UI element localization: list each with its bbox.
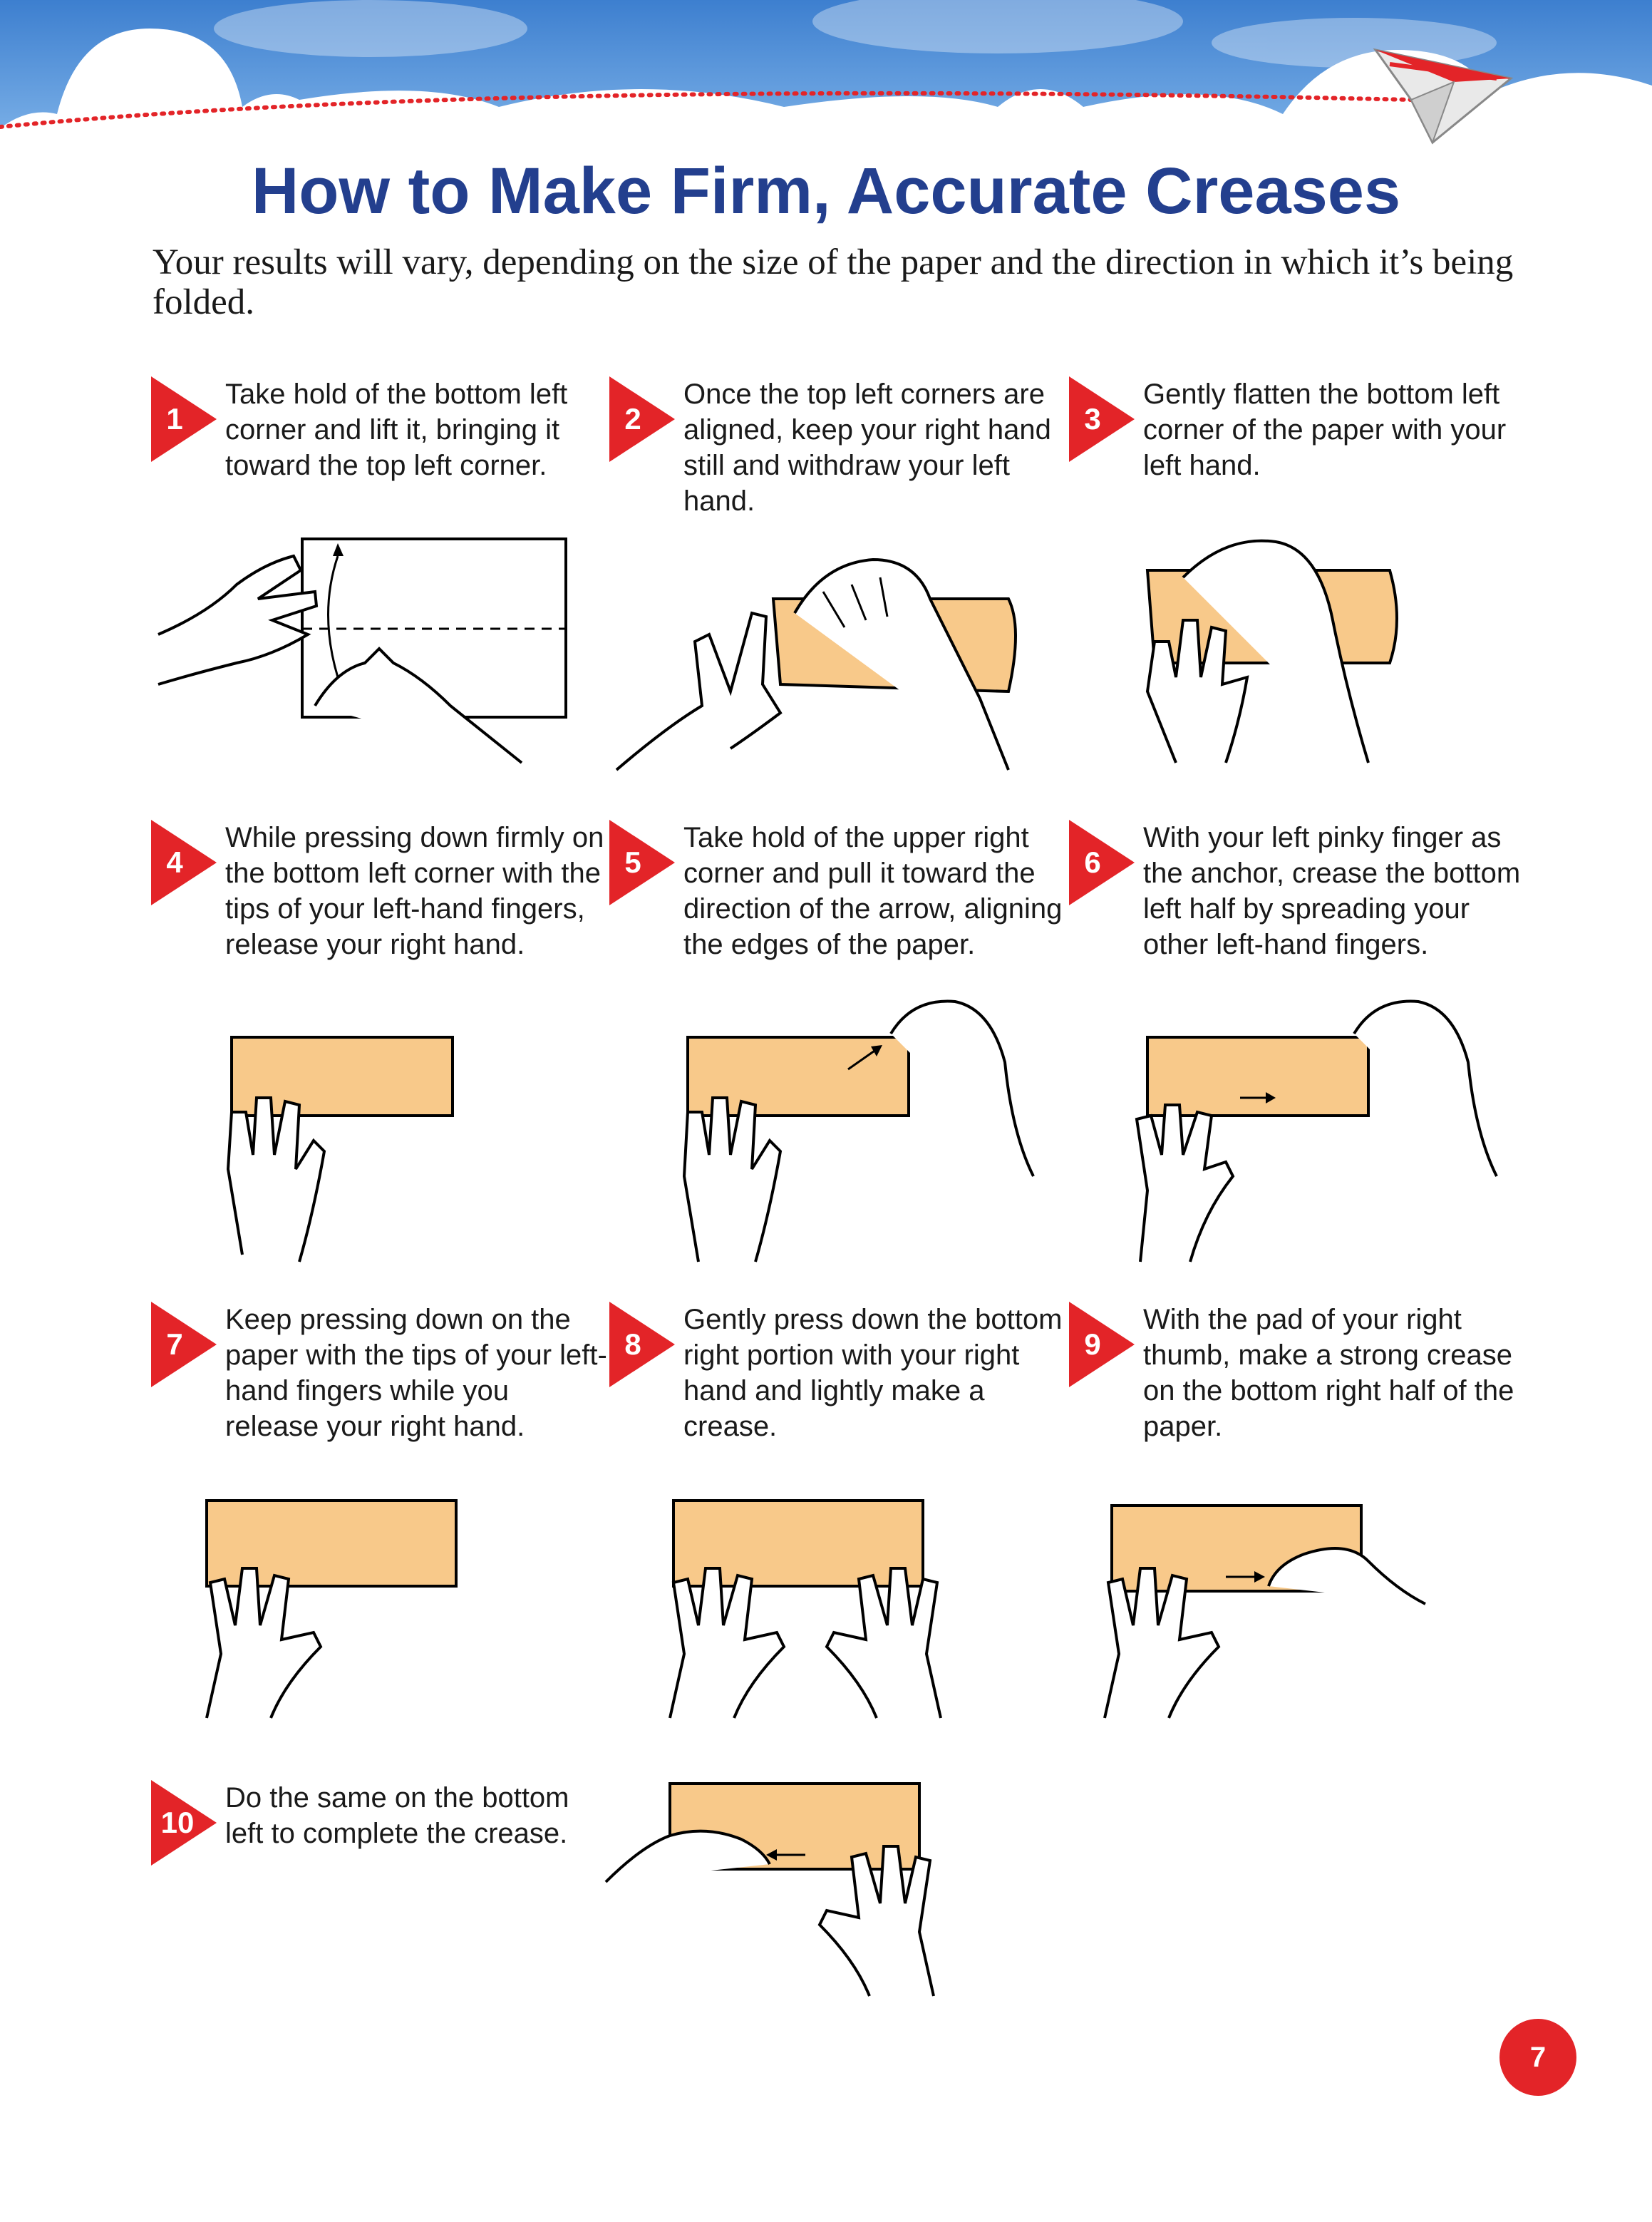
step-number-badge: 3: [1069, 376, 1137, 462]
paper-airplane-icon: [1373, 48, 1514, 145]
step-5: 5 Take hold of the upper right corner an…: [609, 820, 1065, 1262]
page-title: How to Make Firm, Accurate Creases: [251, 155, 1401, 227]
step-number-badge: 6: [1069, 820, 1137, 905]
step-10: 10 Do the same on the bottom left to com…: [151, 1780, 607, 2222]
step-1-illustration: [158, 538, 567, 764]
step-6-illustration: [1135, 999, 1498, 1262]
step-number-badge: 10: [151, 1780, 220, 1866]
step-number-badge: 9: [1069, 1302, 1137, 1387]
step-number-badge: 2: [609, 376, 678, 462]
step-instruction: Take hold of the bottom left corner and …: [225, 379, 568, 481]
step-2: 2 Once the top left corners are aligned,…: [609, 376, 1065, 818]
page-number: 7: [1499, 2019, 1576, 2096]
step-1: 1 Take hold of the bottom left corner an…: [151, 376, 607, 818]
step-7: 7 Keep pressing down on the paper with t…: [151, 1302, 607, 1744]
step-number-badge: 8: [609, 1302, 678, 1387]
step-10-illustration: [604, 1782, 935, 1997]
step-9: 9 With the pad of your right thumb, make…: [1069, 1302, 1525, 1744]
intro-paragraph: Your results will vary, depending on the…: [153, 242, 1514, 322]
step-instruction: Gently flatten the bottom left corner of…: [1143, 379, 1507, 481]
step-instruction: Gently press down the bottom right porti…: [683, 1304, 1063, 1442]
step-number-badge: 1: [151, 376, 220, 462]
step-number-badge: 7: [151, 1302, 220, 1387]
sky-header-background: [0, 0, 1652, 185]
step-instruction: With your left pinky finger as the ancho…: [1143, 822, 1521, 960]
step-8: 8 Gently press down the bottom right por…: [609, 1302, 1065, 1744]
step-3: 3 Gently flatten the bottom left corner …: [1069, 376, 1525, 818]
step-number-badge: 5: [609, 820, 678, 905]
step-5-illustration: [682, 999, 1035, 1262]
step-4-illustration: [226, 1036, 454, 1262]
step-6: 6 With your left pinky finger as the anc…: [1069, 820, 1525, 1262]
step-9-illustration: [1103, 1504, 1426, 1719]
step-4: 4 While pressing down firmly on the bott…: [151, 820, 607, 1262]
step-2-illustration: [615, 557, 1017, 771]
step-8-illustration: [668, 1499, 942, 1719]
step-instruction: Keep pressing down on the paper with the…: [225, 1304, 607, 1442]
step-instruction: With the pad of your right thumb, make a…: [1143, 1304, 1514, 1442]
step-instruction: While pressing down firmly on the bottom…: [225, 822, 604, 960]
step-instruction: Take hold of the upper right corner and …: [683, 822, 1063, 960]
step-instruction: Do the same on the bottom left to comple…: [225, 1782, 569, 1849]
step-7-illustration: [205, 1499, 458, 1719]
step-3-illustration: [1145, 539, 1398, 763]
step-number-badge: 4: [151, 820, 220, 905]
step-instruction: Once the top left corners are aligned, k…: [683, 379, 1051, 517]
